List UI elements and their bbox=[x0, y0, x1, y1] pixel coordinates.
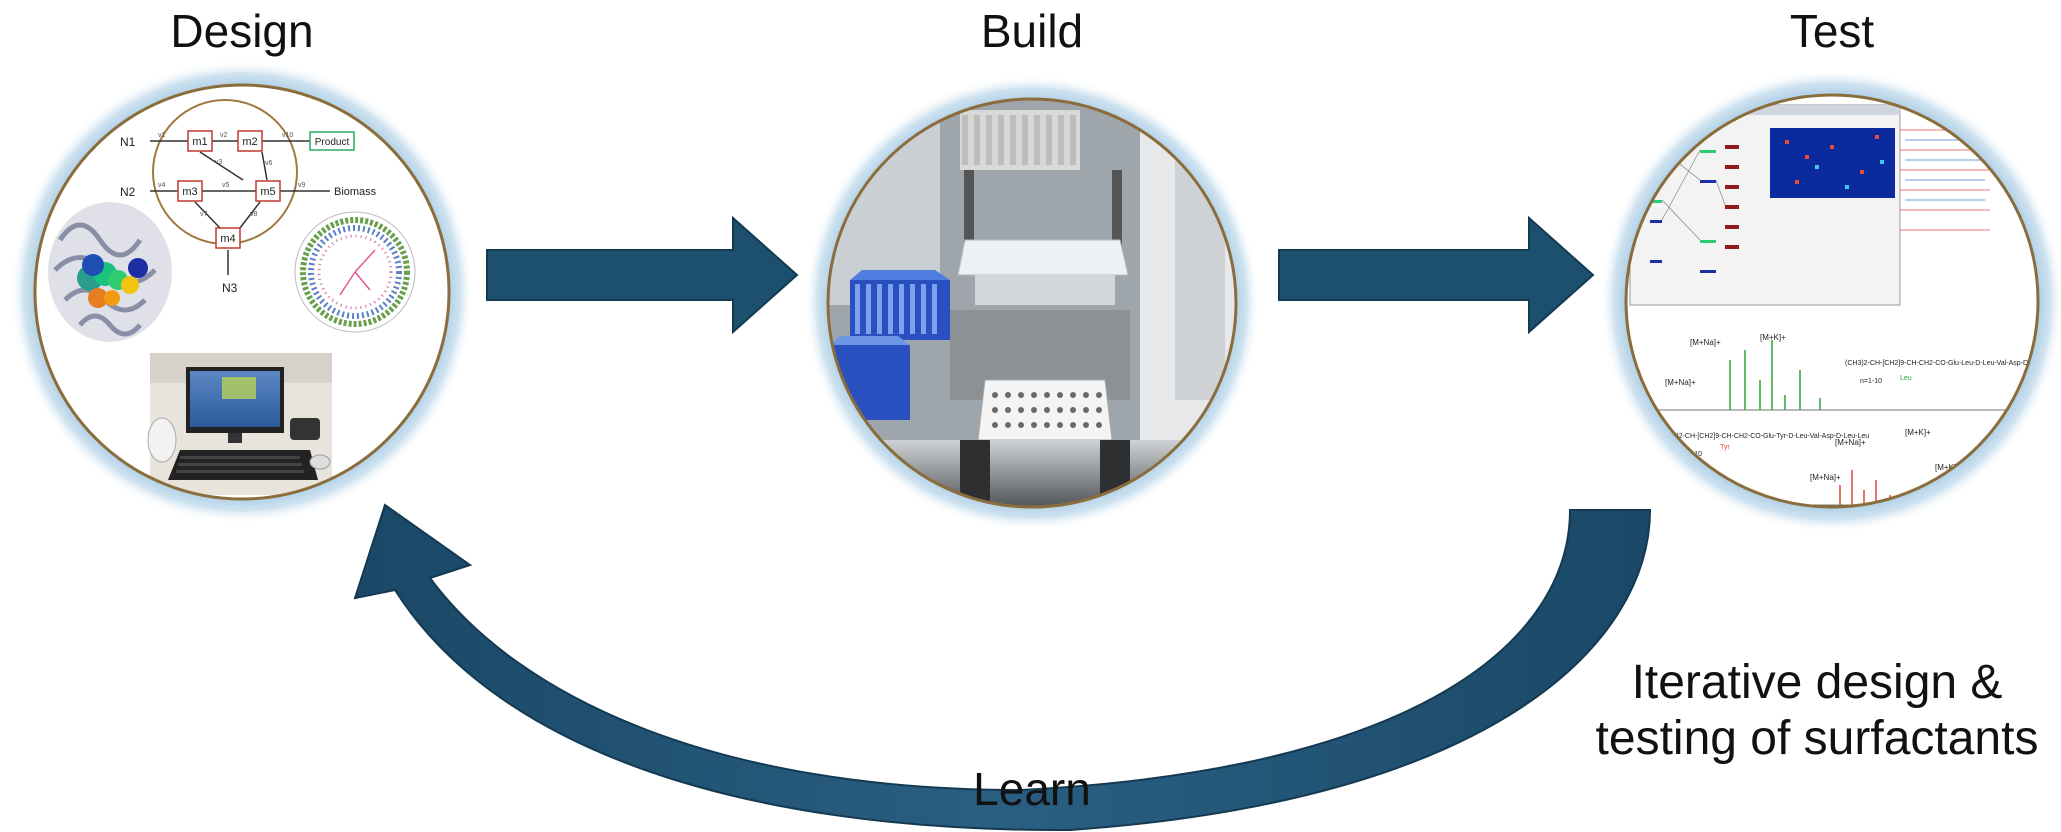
ion-label-k-3: [M+K]+ bbox=[1935, 463, 1961, 472]
flux-v6: v6 bbox=[265, 160, 273, 167]
node-m5: m5 bbox=[260, 186, 275, 198]
flux-v2: v2 bbox=[220, 132, 228, 139]
node-biomass: Biomass bbox=[334, 186, 377, 198]
flux-v5: v5 bbox=[222, 182, 230, 189]
node-n1: N1 bbox=[120, 135, 136, 149]
node-m1: m1 bbox=[192, 136, 207, 148]
flux-v10: v10 bbox=[282, 132, 293, 139]
stage-label-build: Build bbox=[980, 5, 1084, 57]
genome-map-image bbox=[294, 211, 416, 333]
chain-length-1: n=1-10 bbox=[1860, 378, 1882, 385]
flux-v3: v3 bbox=[215, 159, 223, 166]
ion-label-k-1: [M+K]+ bbox=[1760, 333, 1786, 342]
ion-label-na-3: [M+Na]+ bbox=[1835, 438, 1866, 447]
design-panel: m1 m2 m3 m5 m4 Product Biomass N1 N2 N3 … bbox=[10, 60, 474, 524]
flux-v9: v9 bbox=[298, 182, 306, 189]
workstation-photo bbox=[147, 353, 332, 495]
peptide-sequence-2: (CH3)2-CH-[CH2]9-CH-CH2-CO-Glu-Tyr-D-Leu… bbox=[1660, 433, 1869, 440]
metabolic-network: m1 m2 m3 m5 m4 Product Biomass N1 N2 N3 … bbox=[120, 99, 377, 295]
stage-label-design: Design bbox=[170, 5, 314, 57]
node-m2: m2 bbox=[242, 136, 257, 148]
protein-structure-image bbox=[48, 202, 172, 342]
flux-v1: v1 bbox=[158, 132, 166, 139]
node-m4: m4 bbox=[220, 233, 235, 245]
flux-v7: v7 bbox=[200, 211, 208, 218]
analysis-software-screenshot bbox=[1629, 104, 1990, 306]
flux-v4: v4 bbox=[158, 182, 166, 189]
ion-label-na-4: [M+Na]+ bbox=[1810, 473, 1841, 482]
note-line-1: Iterative design & bbox=[1631, 656, 2003, 709]
note-line-2: testing of surfactants bbox=[1595, 712, 2039, 765]
node-n2: N2 bbox=[120, 185, 136, 199]
test-panel: [M+Na]+ [M+Na]+ [M+K]+ (CH3)2-CH-[CH2]9-… bbox=[1600, 69, 2061, 533]
mass-spectrum-top: [M+Na]+ [M+Na]+ [M+K]+ (CH3)2-CH-[CH2]9-… bbox=[1640, 333, 2056, 411]
peptide-sub-2: Tyr bbox=[1720, 444, 1730, 451]
arrow-design-to-build bbox=[486, 215, 799, 335]
stage-label-learn: Learn bbox=[973, 763, 1091, 815]
ion-label-na-1: [M+Na]+ bbox=[1665, 378, 1696, 387]
arrow-learn-curve bbox=[353, 503, 1652, 832]
iterative-note: Iterative design & testing of surfactant… bbox=[1582, 655, 2052, 767]
stage-label-test: Test bbox=[1789, 5, 1875, 57]
peptide-sequence-1: (CH3)2-CH-[CH2]9-CH-CH2-CO-Glu-Leu-D-Leu… bbox=[1845, 360, 2056, 367]
node-product: Product bbox=[315, 137, 350, 148]
flux-v8: v8 bbox=[250, 211, 258, 218]
ion-label-na-2: [M+Na]+ bbox=[1690, 338, 1721, 347]
arrow-build-to-test bbox=[1278, 215, 1595, 335]
node-n3: N3 bbox=[222, 281, 238, 295]
peptide-sub-1: Leu bbox=[1900, 375, 1912, 382]
node-m3: m3 bbox=[182, 186, 197, 198]
ion-label-k-2: [M+K]+ bbox=[1905, 428, 1931, 437]
build-panel bbox=[804, 75, 1260, 531]
